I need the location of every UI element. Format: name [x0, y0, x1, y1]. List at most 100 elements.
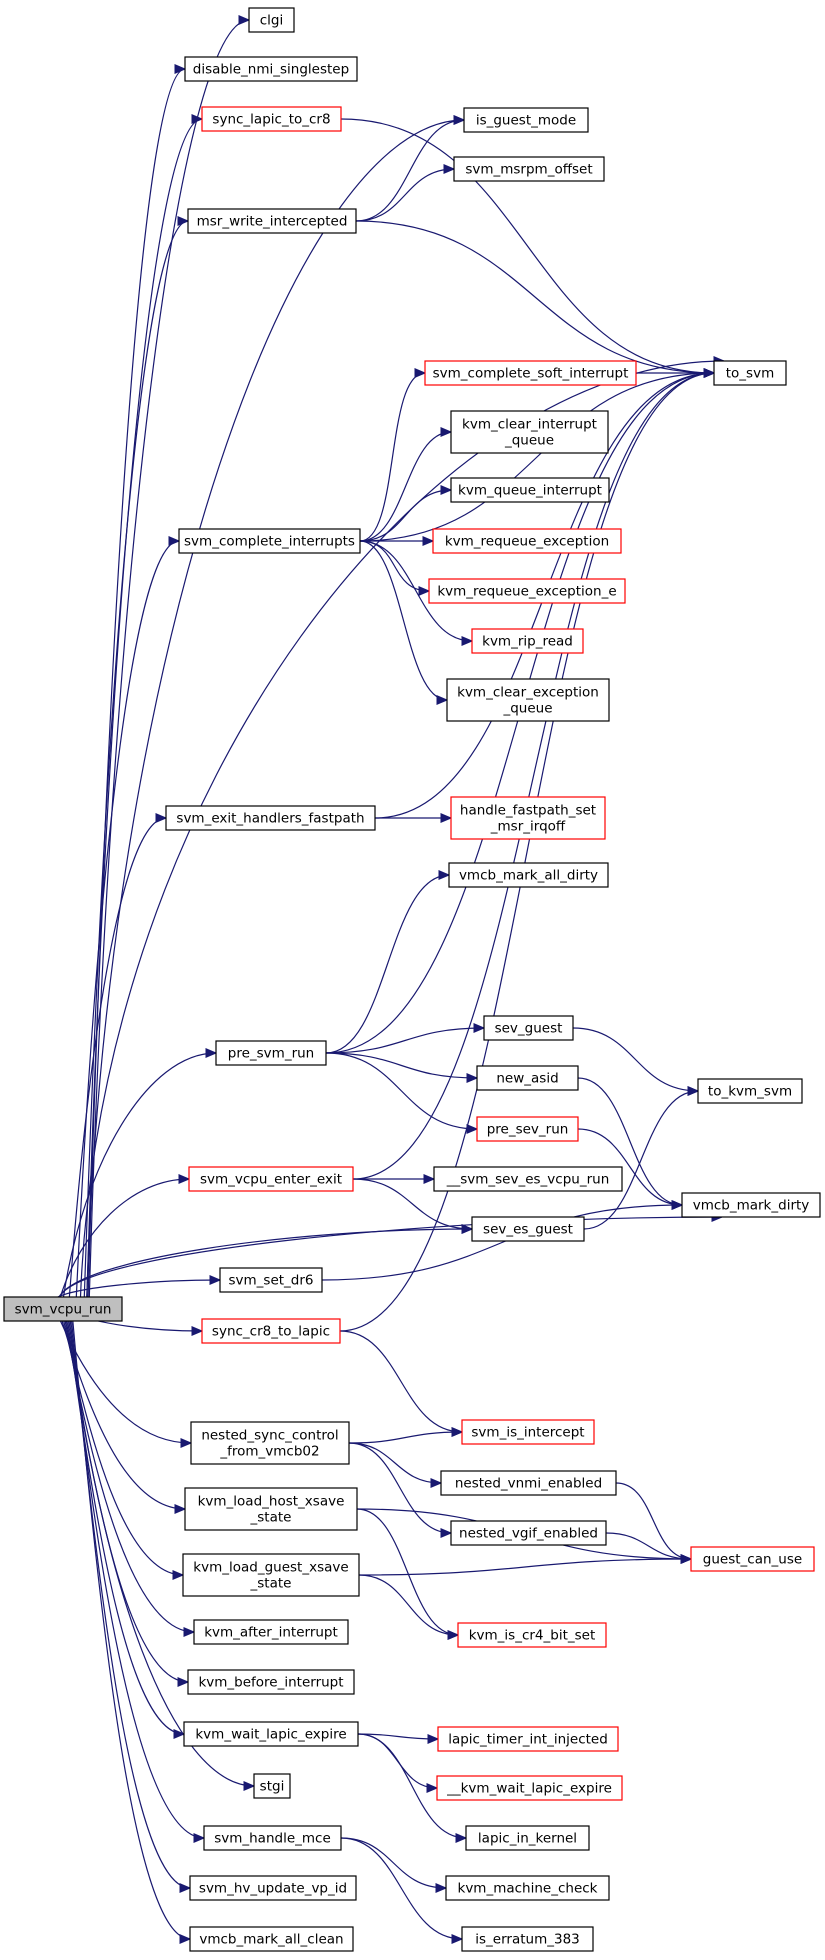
- node-new-asid[interactable]: new_asid: [476, 1065, 579, 1091]
- node-msr-write-intercepted[interactable]: msr_write_intercepted: [187, 208, 357, 234]
- node-to-svm[interactable]: to_svm: [713, 360, 787, 386]
- arrowhead-sync-lapic-to-cr8: [191, 114, 204, 124]
- node-svm-complete-interrupts[interactable]: svm_complete_interrupts: [178, 528, 361, 554]
- node-box: [178, 528, 361, 554]
- arrowhead-kvm-rip-read: [461, 636, 474, 646]
- node-svm-msrpm-offset[interactable]: svm_msrpm_offset: [453, 156, 605, 182]
- node-handle-fastpath-set-msr-irqoff[interactable]: handle_fastpath_set_msr_irqoff: [450, 796, 606, 840]
- node-kvm-wait-lapic-expire[interactable]: kvm_wait_lapic_expire: [183, 1721, 359, 1747]
- edge-nested-sync-control-from-vmcb02-to-svm-is-intercept: [348, 1431, 463, 1444]
- node-box: [189, 1875, 357, 1901]
- node-svm-sev-es-vcpu-run[interactable]: __svm_sev_es_vcpu_run: [433, 1166, 623, 1192]
- arrowhead-is-guest-mode: [453, 115, 466, 125]
- node-svm-vcpu-run[interactable]: svm_vcpu_run: [3, 1296, 123, 1322]
- node-vmcb-mark-all-dirty[interactable]: vmcb_mark_all_dirty: [448, 862, 609, 888]
- node-stgi[interactable]: stgi: [253, 1773, 291, 1799]
- node-sev-guest[interactable]: sev_guest: [483, 1015, 574, 1041]
- node-kvm-queue-interrupt[interactable]: kvm_queue_interrupt: [450, 477, 610, 503]
- node-guest-can-use[interactable]: guest_can_use: [690, 1546, 815, 1572]
- node-label: svm_hv_update_vp_id: [199, 1881, 347, 1897]
- node-box: [424, 360, 637, 386]
- edge-svm-handle-mce-to-is-erratum-383: [340, 1837, 463, 1940]
- edge-svm-complete-interrupts-to-kvm-clear-exception-queue: [359, 540, 448, 701]
- node-box: [201, 1318, 341, 1344]
- edge-svm-vcpu-run-to-kvm-load-guest-xsave-state: [63, 1320, 184, 1576]
- node-clgi[interactable]: clgi: [248, 7, 295, 33]
- node-kvm-requeue-exception-e[interactable]: kvm_requeue_exception_e: [428, 578, 626, 604]
- node-svm-vcpu-enter-exit[interactable]: svm_vcpu_enter_exit: [188, 1166, 354, 1192]
- node-kvm-load-guest-xsave-state[interactable]: kvm_load_guest_xsave_state: [182, 1553, 360, 1597]
- edge-sync-lapic-to-cr8-to-to-svm: [340, 118, 715, 374]
- edge-svm-complete-interrupts-to-to-svm: [359, 372, 715, 542]
- node-kvm-before-interrupt[interactable]: kvm_before_interrupt: [187, 1669, 355, 1695]
- node-vmcb-mark-dirty[interactable]: vmcb_mark_dirty: [681, 1192, 821, 1218]
- node-lapic-in-kernel[interactable]: lapic_in_kernel: [465, 1825, 590, 1851]
- node-to-kvm-svm[interactable]: to_kvm_svm: [697, 1078, 803, 1104]
- arrowhead-kvm-load-host-xsave-state: [174, 1504, 187, 1514]
- arrowhead-svm-hv-update-vp-id: [179, 1883, 192, 1893]
- node-is-erratum-383[interactable]: is_erratum_383: [461, 1926, 594, 1952]
- node-sev-es-guest[interactable]: sev_es_guest: [471, 1216, 585, 1242]
- node-kvm-rip-read[interactable]: kvm_rip_read: [471, 628, 584, 654]
- node-kvm-machine-check[interactable]: kvm_machine_check: [445, 1875, 610, 1901]
- node-svm-is-intercept[interactable]: svm_is_intercept: [461, 1419, 595, 1445]
- edge-msr-write-intercepted-to-svm-msrpm-offset: [355, 168, 455, 222]
- arrowhead-kvm-before-interrupt: [177, 1677, 190, 1687]
- node-box: [436, 1775, 623, 1801]
- arrowhead-kvm-after-interrupt: [183, 1627, 196, 1637]
- node-disable-nmi-singlestep[interactable]: disable_nmi_singlestep: [184, 56, 358, 82]
- node-label: kvm_rip_read: [482, 634, 573, 650]
- node-kvm-wait-lapic-expire[interactable]: __kvm_wait_lapic_expire: [436, 1775, 623, 1801]
- node-nested-sync-control-from-vmcb02[interactable]: nested_sync_control_from_vmcb02: [190, 1421, 350, 1465]
- edge-svm-vcpu-run-to-sync-lapic-to-cr8: [86, 118, 203, 1298]
- node-lapic-timer-int-injected[interactable]: lapic_timer_int_injected: [437, 1726, 619, 1752]
- node-nested-vnmi-enabled[interactable]: nested_vnmi_enabled: [440, 1470, 617, 1496]
- edge-svm-complete-interrupts-to-kvm-clear-interrupt-queue: [359, 431, 452, 542]
- node-label: sev_es_guest: [483, 1222, 573, 1238]
- node-nested-vgif-enabled[interactable]: nested_vgif_enabled: [450, 1520, 607, 1546]
- arrowhead-svm-vcpu-enter-exit: [178, 1174, 191, 1184]
- node-label: __kvm_wait_lapic_expire: [446, 1781, 612, 1797]
- node-kvm-requeue-exception[interactable]: kvm_requeue_exception: [432, 528, 622, 554]
- node-svm-exit-handlers-fastpath[interactable]: svm_exit_handlers_fastpath: [165, 805, 376, 831]
- edge-svm-vcpu-run-to-svm-vcpu-enter-exit: [59, 1178, 190, 1298]
- node-svm-set-dr6[interactable]: svm_set_dr6: [219, 1267, 323, 1293]
- node-sync-lapic-to-cr8[interactable]: sync_lapic_to_cr8: [201, 106, 342, 132]
- node-pre-sev-run[interactable]: pre_sev_run: [476, 1116, 579, 1142]
- node-box: [450, 410, 609, 454]
- edge-nested-vgif-enabled-to-guest-can-use: [605, 1532, 692, 1560]
- arrowhead-kvm-wait-lapic-expire: [426, 1783, 439, 1793]
- edge-pre-svm-run-to-new-asid: [325, 1052, 478, 1079]
- arrowhead-kvm-load-guest-xsave-state: [172, 1570, 185, 1580]
- edge-nested-sync-control-from-vmcb02-to-nested-vgif-enabled: [348, 1442, 452, 1534]
- node-box: [182, 1553, 360, 1597]
- node-kvm-load-host-xsave-state[interactable]: kvm_load_host_xsave_state: [184, 1487, 358, 1531]
- edge-svm-vcpu-enter-exit-to-to-svm: [352, 372, 715, 1180]
- node-box: [190, 1421, 350, 1465]
- edge-nested-sync-control-from-vmcb02-to-nested-vnmi-enabled: [348, 1442, 442, 1484]
- node-vmcb-mark-all-clean[interactable]: vmcb_mark_all_clean: [189, 1926, 354, 1952]
- edge-pre-svm-run-to-vmcb-mark-all-dirty: [325, 874, 450, 1054]
- node-kvm-after-interrupt[interactable]: kvm_after_interrupt: [193, 1619, 349, 1645]
- node-label: _queue: [504, 433, 554, 449]
- edge-svm-set-dr6-to-vmcb-mark-dirty: [321, 1204, 683, 1281]
- node-is-guest-mode[interactable]: is_guest_mode: [463, 107, 589, 133]
- node-svm-hv-update-vp-id[interactable]: svm_hv_update_vp_id: [189, 1875, 357, 1901]
- edge-kvm-load-guest-xsave-state-to-kvm-is-cr4-bit-set: [358, 1574, 459, 1636]
- node-sync-cr8-to-lapic[interactable]: sync_cr8_to_lapic: [201, 1318, 341, 1344]
- node-pre-svm-run[interactable]: pre_svm_run: [215, 1040, 327, 1066]
- node-box: [483, 1015, 574, 1041]
- node-kvm-clear-exception-queue[interactable]: kvm_clear_exception_queue: [446, 678, 610, 722]
- edge-svm-vcpu-run-to-vmcb-mark-all-clean: [72, 1320, 191, 1940]
- node-svm-complete-soft-interrupt[interactable]: svm_complete_soft_interrupt: [424, 360, 637, 386]
- node-label: _from_vmcb02: [219, 1444, 319, 1460]
- edge-sync-cr8-to-lapic-to-to-svm: [339, 372, 715, 1332]
- node-label: kvm_is_cr4_bit_set: [469, 1628, 596, 1644]
- edge-pre-svm-run-to-sev-guest: [325, 1027, 485, 1054]
- node-svm-handle-mce[interactable]: svm_handle_mce: [203, 1825, 342, 1851]
- node-kvm-is-cr4-bit-set[interactable]: kvm_is_cr4_bit_set: [457, 1622, 607, 1648]
- arrowhead-msr-write-intercepted: [177, 216, 190, 226]
- node-label: is_guest_mode: [476, 113, 576, 129]
- node-kvm-clear-interrupt-queue[interactable]: kvm_clear_interrupt_queue: [450, 410, 609, 454]
- node-label: svm_complete_interrupts: [184, 534, 355, 550]
